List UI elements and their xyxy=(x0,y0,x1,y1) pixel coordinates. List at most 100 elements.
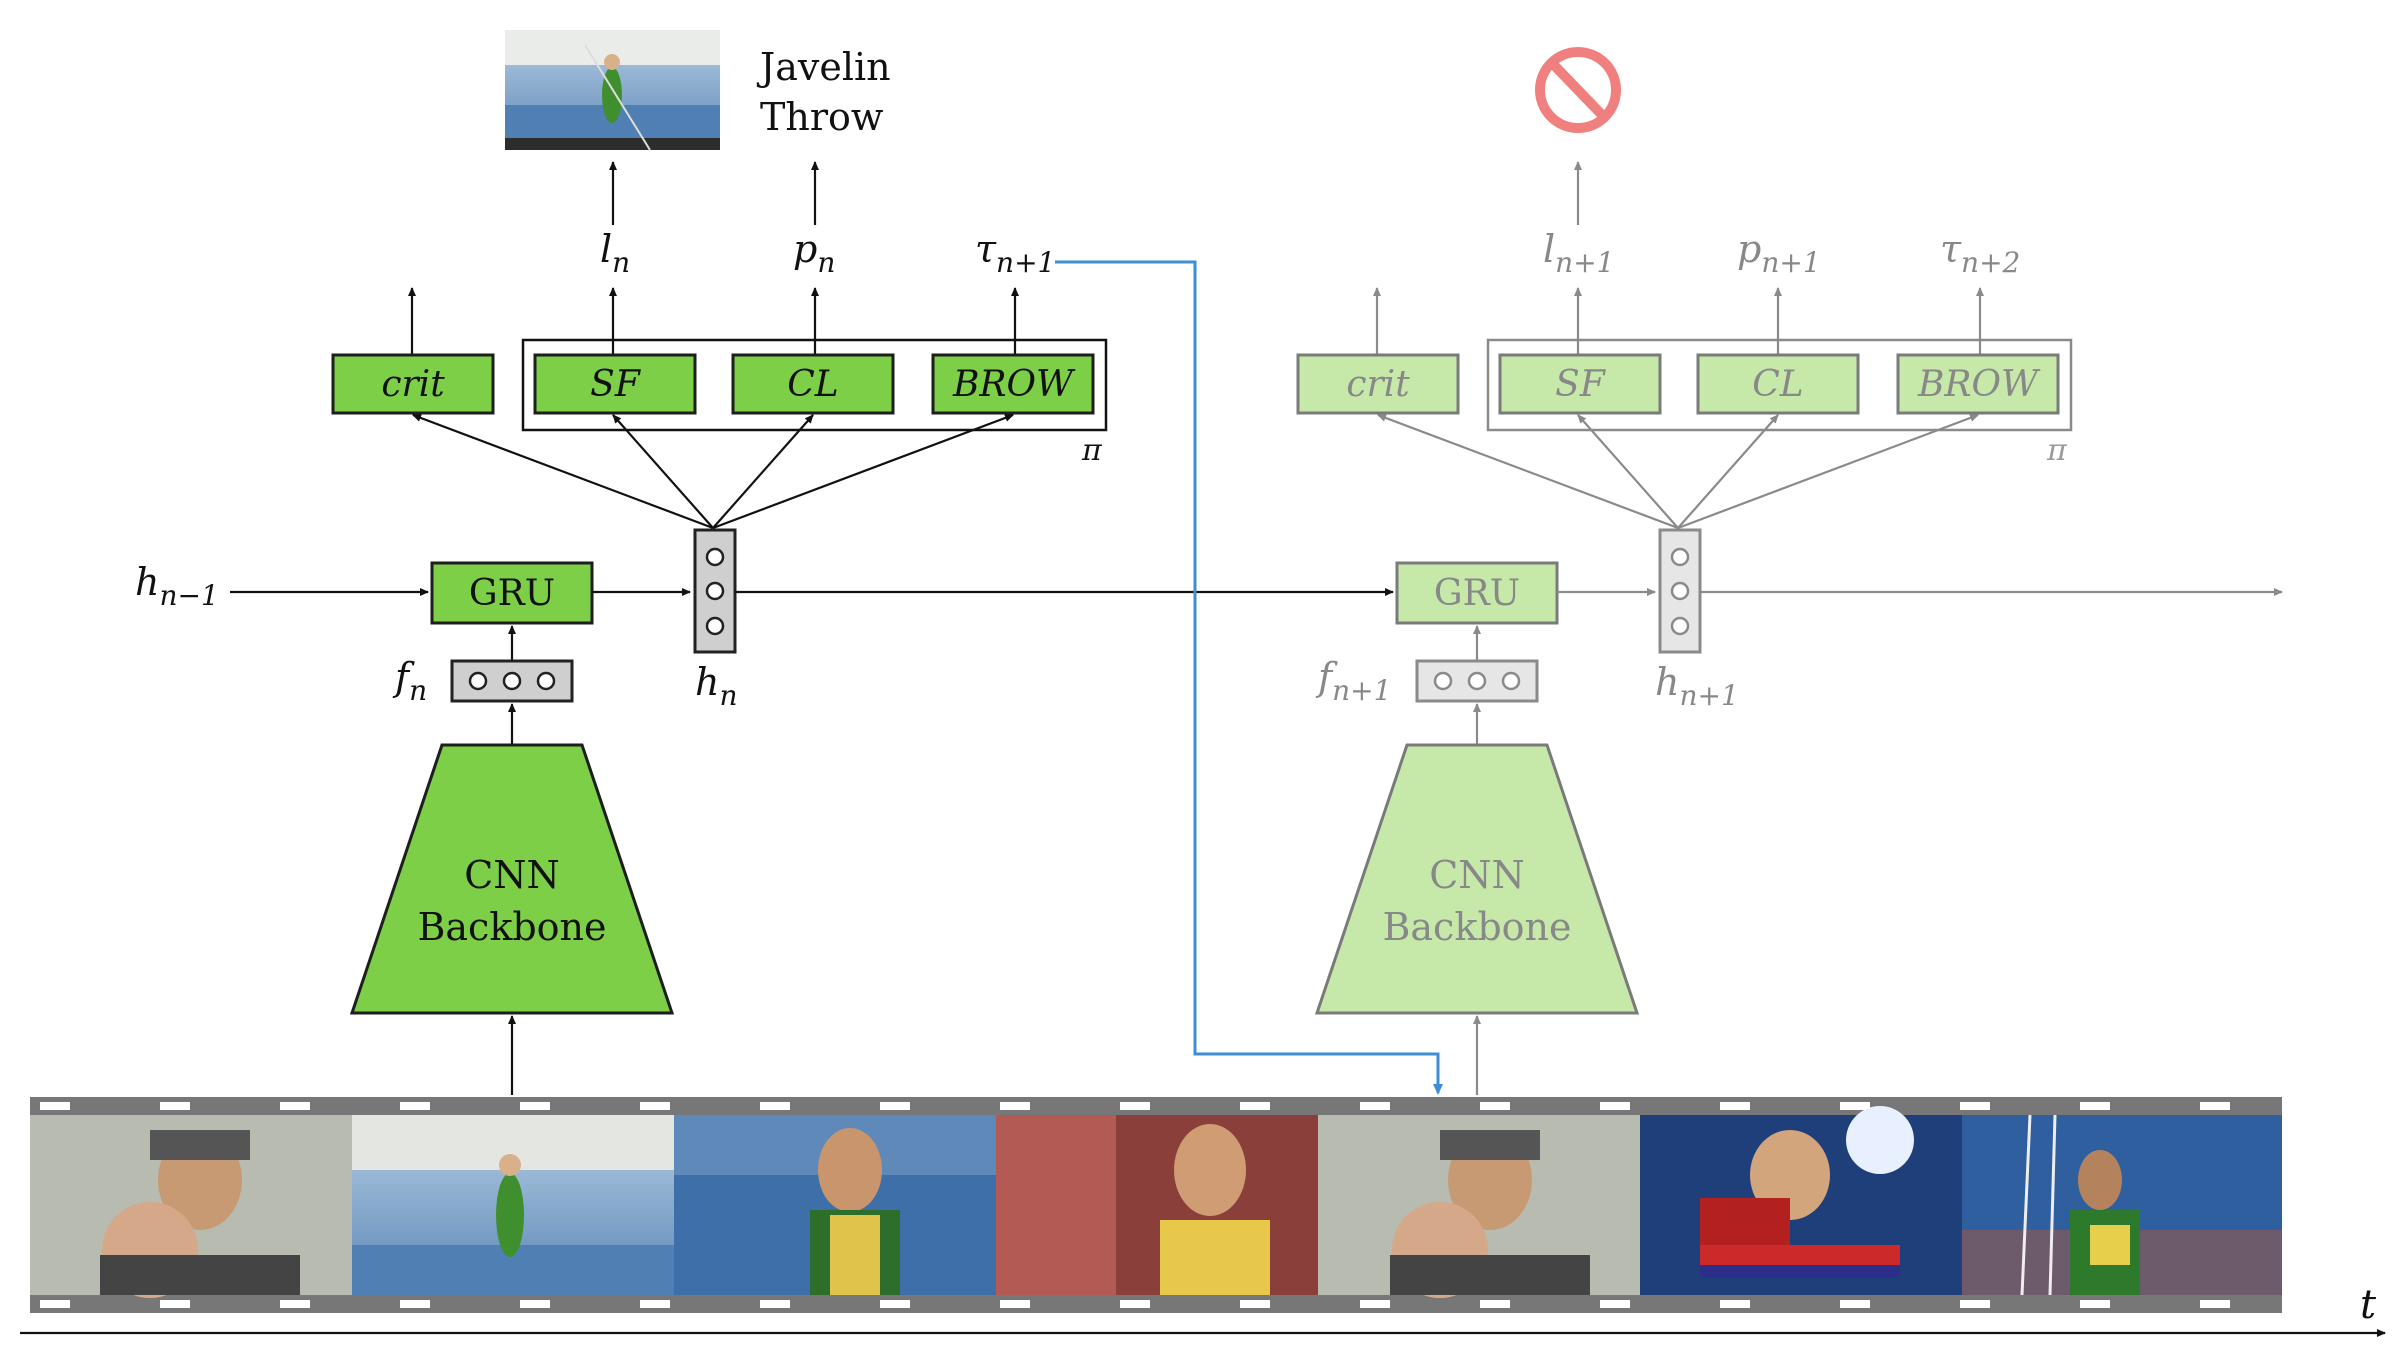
film-perforation xyxy=(1600,1102,1630,1110)
javelin-label-line2: Throw xyxy=(760,95,884,139)
h-n-label: hn xyxy=(695,660,738,712)
film-perforation xyxy=(1480,1300,1510,1308)
h-n1-label: hn+1 xyxy=(1655,660,1739,712)
svg-text:crit: crit xyxy=(381,364,445,405)
film-frame-4 xyxy=(996,1115,1318,1295)
film-perforation xyxy=(2080,1102,2110,1110)
film-perforation xyxy=(1120,1102,1150,1110)
film-perforation xyxy=(2200,1102,2230,1110)
policy-frame-n1 xyxy=(1486,338,2073,432)
film-perforation xyxy=(160,1102,190,1110)
film-perforation xyxy=(280,1300,310,1308)
film-perforation xyxy=(1960,1300,1990,1308)
svg-text:CNN: CNN xyxy=(1429,853,1525,897)
film-frame-2 xyxy=(352,1115,674,1295)
h-prev-label: hn−1 xyxy=(135,560,219,612)
cnn-backbone-n: CNN Backbone xyxy=(349,743,675,1015)
time-axis-label: t xyxy=(2360,1282,2377,1328)
svg-text:CNN: CNN xyxy=(464,853,560,897)
head-cl-n1: CL xyxy=(1696,353,1860,415)
head-crit: crit xyxy=(331,353,495,415)
film-perforation xyxy=(2200,1300,2230,1308)
f-n-label: fn xyxy=(392,655,427,707)
film-perforation xyxy=(40,1102,70,1110)
svg-text:Backbone: Backbone xyxy=(417,905,606,949)
output-p-n: pn xyxy=(793,227,835,279)
film-perforation xyxy=(400,1300,430,1308)
hidden-vector-n xyxy=(693,528,737,654)
film-frame-7 xyxy=(1962,1114,2282,1296)
head-brow-n1: BROW xyxy=(1896,353,2060,415)
film-perforation xyxy=(2080,1300,2110,1308)
film-perforation xyxy=(1120,1300,1150,1308)
output-l-n1: ln+1 xyxy=(1543,227,1614,279)
svg-text:BROW: BROW xyxy=(952,364,1076,405)
svg-text:CL: CL xyxy=(1752,364,1803,405)
film-frame-5 xyxy=(1318,1115,1640,1298)
step-n1: ln+1 pn+1 τn+2 π crit SF CL BROW xyxy=(1296,161,2283,1095)
film-frame-3 xyxy=(674,1115,996,1295)
output-l-n: ln xyxy=(600,227,630,279)
film-perforation xyxy=(40,1300,70,1308)
head-sf-n1: SF xyxy=(1498,353,1662,415)
svg-text:Backbone: Backbone xyxy=(1382,905,1571,949)
film-perforation xyxy=(760,1102,790,1110)
output-thumbnail xyxy=(505,30,720,151)
output-p-n1: pn+1 xyxy=(1737,227,1821,279)
svg-text:crit: crit xyxy=(1346,364,1410,405)
gru-n: GRU xyxy=(430,561,594,625)
policy-symbol-n1: π xyxy=(2046,433,2068,468)
film-perforation xyxy=(1840,1102,1870,1110)
f-n1-label: fn+1 xyxy=(1315,655,1391,707)
javelin-label-line1: Javelin xyxy=(756,45,891,89)
prohibited-icon xyxy=(1535,47,1621,133)
film-perforation xyxy=(1480,1102,1510,1110)
head-brow: BROW xyxy=(931,353,1095,415)
film-perforation xyxy=(1000,1102,1030,1110)
svg-text:SF: SF xyxy=(1555,364,1607,405)
film-perforation xyxy=(520,1102,550,1110)
policy-symbol: π xyxy=(1081,433,1103,468)
head-sf: SF xyxy=(533,353,697,415)
svg-text:GRU: GRU xyxy=(469,573,555,614)
film-perforation xyxy=(1960,1102,1990,1110)
jump-arrow xyxy=(1055,260,1443,1095)
svg-text:GRU: GRU xyxy=(1434,573,1520,614)
film-perforation xyxy=(640,1300,670,1308)
output-tau-n1: τn+1 xyxy=(975,227,1055,279)
film-perforation xyxy=(1600,1300,1630,1308)
film-perforation xyxy=(1840,1300,1870,1308)
output-tau-n2: τn+2 xyxy=(1940,227,2020,279)
film-frame-6 xyxy=(1640,1106,1962,1295)
gru-n1: GRU xyxy=(1395,561,1559,625)
film-perforation xyxy=(880,1300,910,1308)
film-perforation xyxy=(1360,1300,1390,1308)
film-frame-1 xyxy=(30,1115,352,1298)
hidden-vector-n1 xyxy=(1658,528,1702,654)
film-perforation xyxy=(1240,1102,1270,1110)
film-perforation xyxy=(1720,1102,1750,1110)
film-perforation xyxy=(760,1300,790,1308)
film-perforation xyxy=(520,1300,550,1308)
film-perforation xyxy=(1000,1300,1030,1308)
cnn-backbone-n1: CNN Backbone xyxy=(1314,743,1640,1015)
policy-frame xyxy=(521,338,1108,432)
feature-vector-n1 xyxy=(1415,659,1539,703)
svg-text:BROW: BROW xyxy=(1917,364,2041,405)
film-perforation xyxy=(1720,1300,1750,1308)
film-perforation xyxy=(160,1300,190,1308)
film-perforation xyxy=(640,1102,670,1110)
film-strip xyxy=(30,1097,2282,1313)
film-perforation xyxy=(280,1102,310,1110)
film-perforation xyxy=(1240,1300,1270,1308)
film-perforation xyxy=(880,1102,910,1110)
film-perforation xyxy=(1360,1102,1390,1110)
feature-vector-n xyxy=(450,659,574,703)
film-perforation xyxy=(400,1102,430,1110)
head-crit-n1: crit xyxy=(1296,353,1460,415)
step-n: ln pn τn+1 π crit SF CL BROW xyxy=(135,161,1108,1095)
head-cl: CL xyxy=(731,353,895,415)
svg-text:CL: CL xyxy=(787,364,838,405)
svg-text:SF: SF xyxy=(590,364,642,405)
